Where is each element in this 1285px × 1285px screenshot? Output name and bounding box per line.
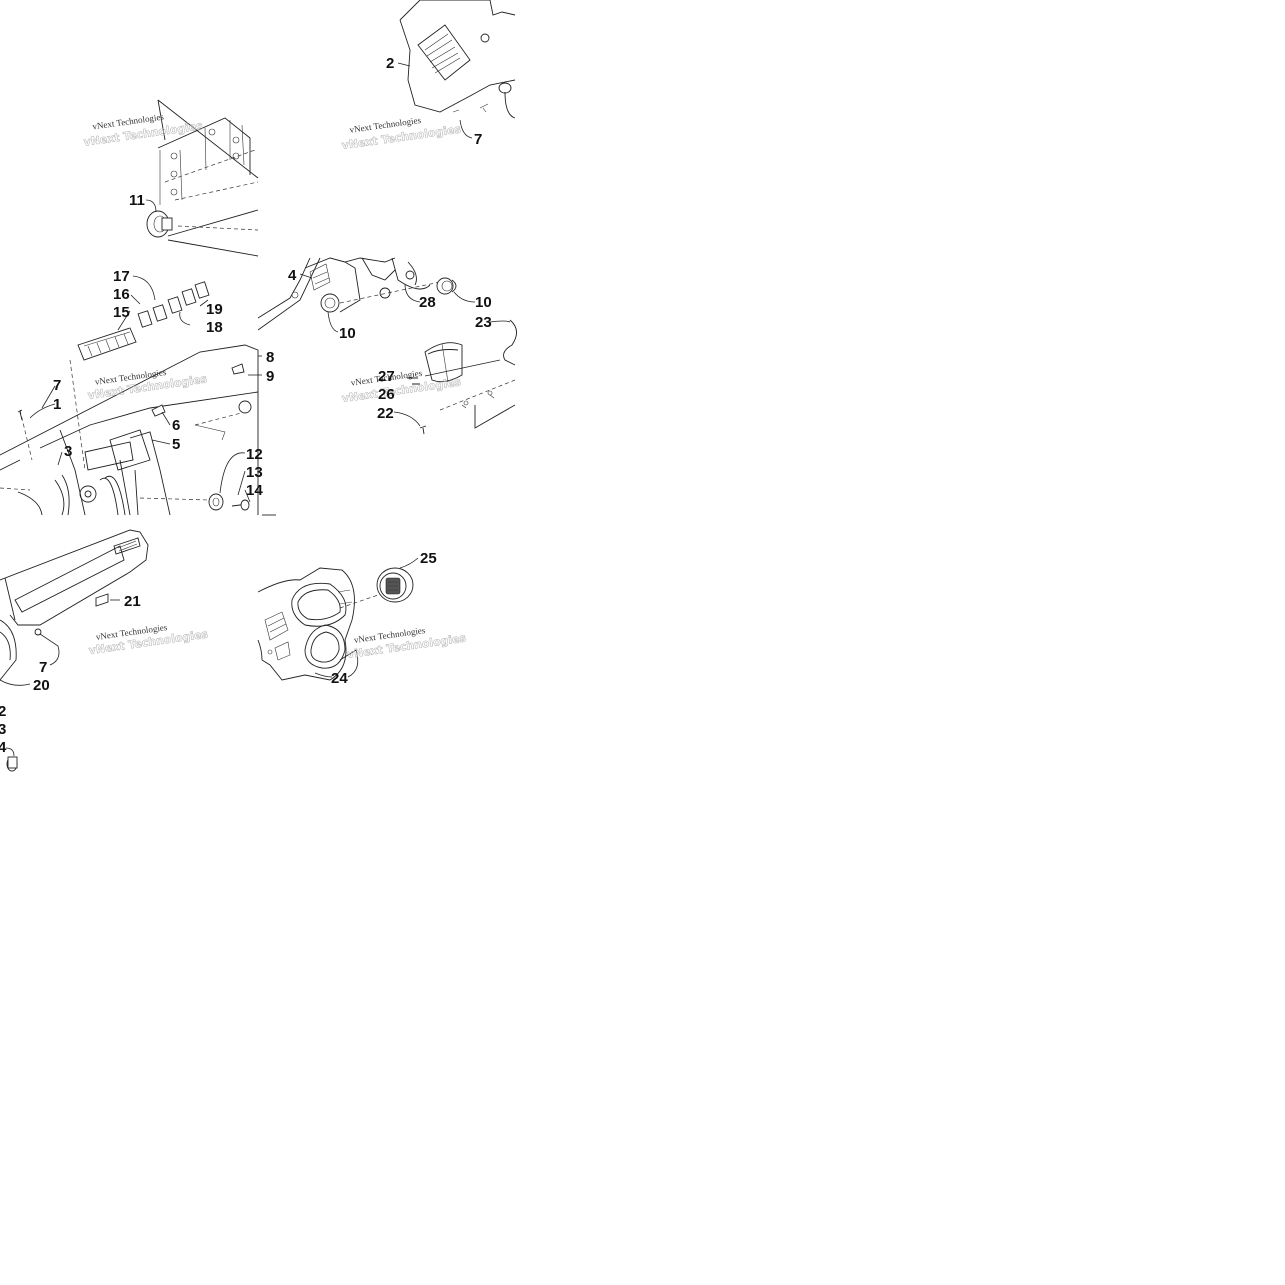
- callout-4: 4: [288, 267, 297, 284]
- callout-3b: 3: [0, 721, 6, 738]
- callout-18: 18: [206, 319, 223, 336]
- callout-26: 26: [378, 386, 395, 403]
- callout-2: 2: [386, 55, 394, 72]
- panel-top-right: [397, 0, 516, 139]
- parts-12-14: [208, 493, 276, 516]
- callout-12: 12: [246, 446, 263, 463]
- callout-5: 5: [172, 436, 180, 453]
- callout-10b: 10: [339, 325, 356, 342]
- callout-2b: 2: [0, 703, 6, 720]
- callouts: 2 7 11 17 16 15 19 18 8 9 7 1 6 5 3 12 1…: [0, 55, 492, 756]
- callout-21: 21: [124, 593, 141, 610]
- part-23-bracket: [424, 342, 501, 383]
- callout-20: 20: [33, 677, 50, 694]
- callout-27: 27: [378, 368, 395, 385]
- callout-17: 17: [113, 268, 130, 285]
- callout-23: 23: [475, 314, 492, 331]
- part-11-knob: [146, 210, 173, 238]
- callout-11: 11: [129, 192, 145, 209]
- callout-28: 28: [419, 294, 436, 311]
- callout-7c: 7: [39, 659, 47, 676]
- callout-1: 1: [53, 396, 61, 413]
- callout-4b: 4: [0, 739, 7, 756]
- callout-3: 3: [64, 443, 72, 460]
- callout-7: 7: [474, 131, 482, 148]
- parts-16-19-switches: [137, 281, 210, 328]
- part-25-gauge: [376, 557, 419, 603]
- part-15-switch-bank: [77, 327, 137, 361]
- callout-7b: 7: [53, 377, 61, 394]
- callout-16: 16: [113, 286, 130, 303]
- panel-mid-left: [0, 275, 276, 516]
- callout-15: 15: [113, 304, 130, 321]
- callout-25: 25: [420, 550, 437, 567]
- panel-mid-right: [257, 257, 517, 435]
- callout-24: 24: [331, 670, 348, 687]
- callout-13: 13: [246, 464, 263, 481]
- callout-22: 22: [377, 405, 394, 422]
- callout-8: 8: [266, 349, 274, 366]
- panel-top-left: [145, 99, 259, 257]
- callout-9: 9: [266, 368, 274, 385]
- callout-10: 10: [475, 294, 492, 311]
- panel-bottom-right: [257, 557, 419, 681]
- callout-19: 19: [206, 301, 223, 318]
- callout-6: 6: [172, 417, 180, 434]
- callout-14: 14: [246, 482, 263, 499]
- panel-bottom-left: [0, 529, 149, 772]
